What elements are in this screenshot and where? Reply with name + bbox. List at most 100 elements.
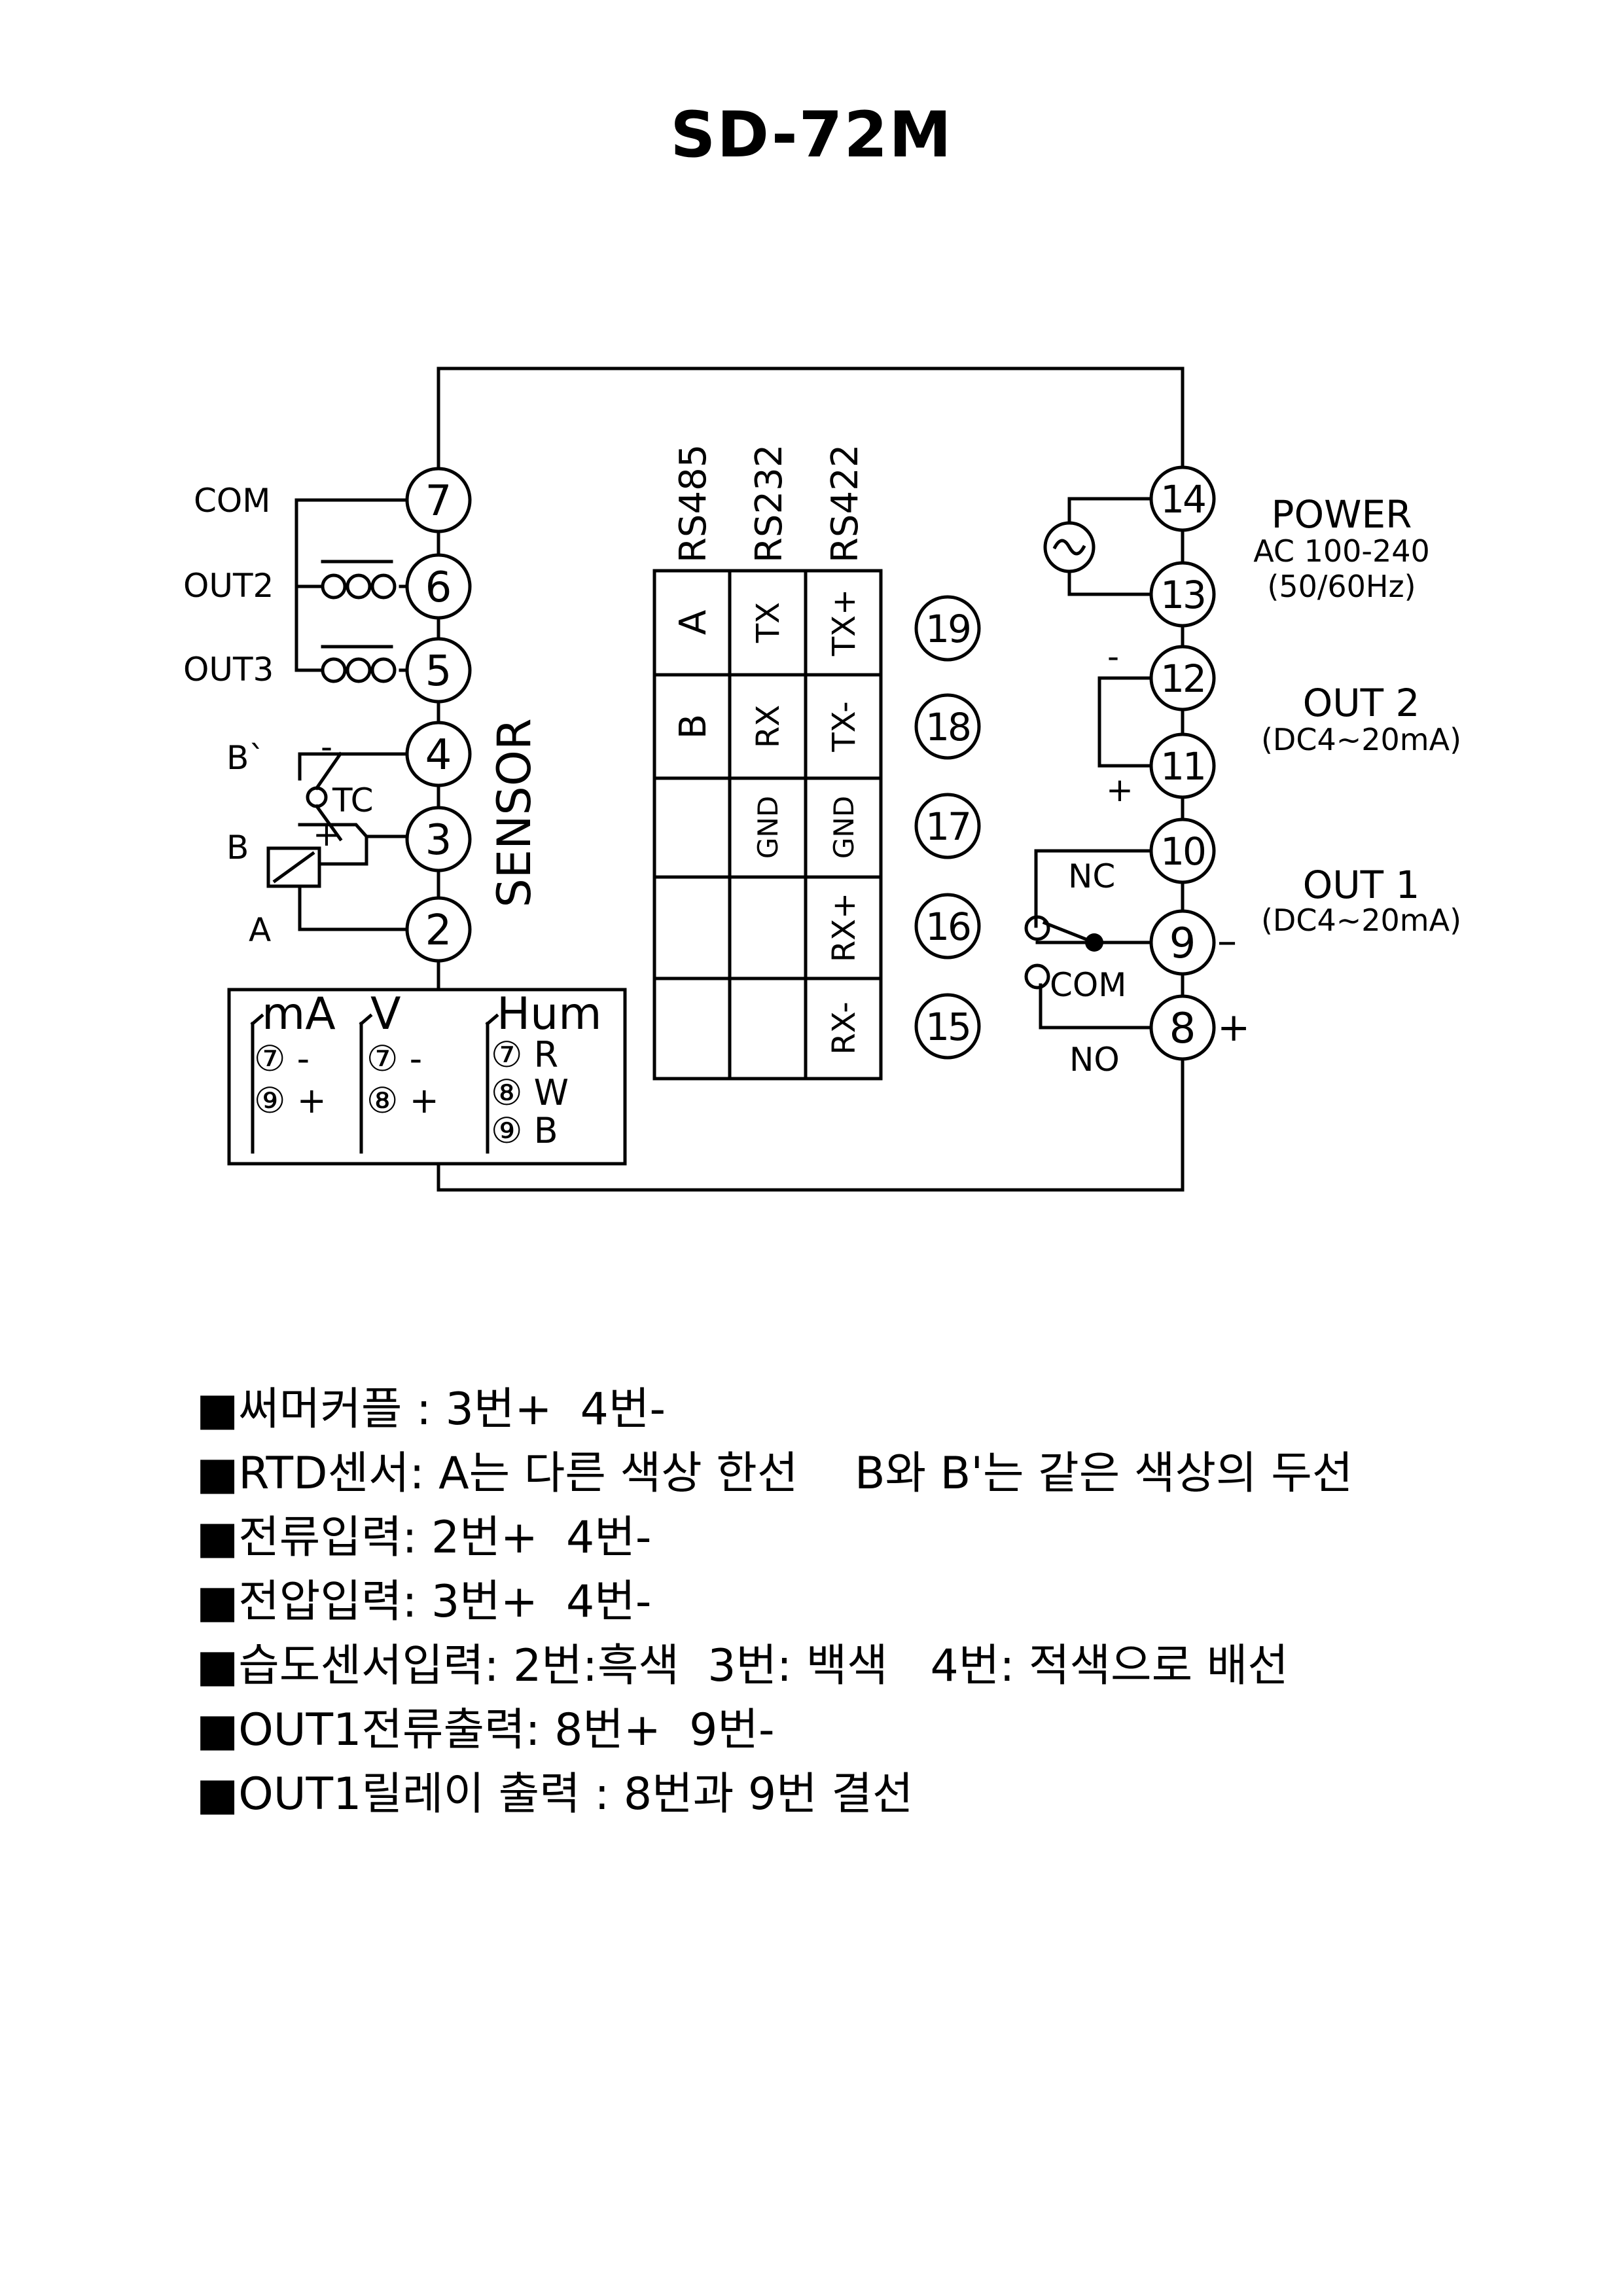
out1-right-label: OUT 1	[1303, 863, 1420, 907]
page-title: SD-72M	[670, 98, 953, 171]
rs232-cell-tx: TX	[750, 602, 787, 643]
sensor-wire-4	[298, 752, 406, 781]
com-relay-label: COM	[1050, 966, 1126, 1004]
power-hz-label: (50/60Hz)	[1267, 569, 1416, 604]
terminal-17-label: 17	[925, 804, 970, 849]
out2-wire	[1097, 676, 1151, 768]
out2-range-label: (DC4~20mA)	[1261, 722, 1461, 757]
note-humidity-input: ■습도센서입력: 2번:흑색 3번: 백색 4번: 적색으로 배선	[196, 1640, 1289, 1692]
terminal-8	[1149, 994, 1216, 1061]
out1-range-label: (DC4~20mA)	[1261, 903, 1461, 938]
hum-row3: ⑨ B	[491, 1110, 558, 1151]
power-ac-label: AC 100-240	[1253, 533, 1430, 569]
pin9-sign: –	[1217, 918, 1237, 964]
sensor-wire-3	[298, 823, 406, 838]
terminal-3-label: 3	[425, 816, 452, 865]
ma-title: mA	[262, 988, 336, 1040]
rs422-cell-rxm: RX-	[826, 1001, 863, 1054]
sensor-wire-2	[298, 884, 406, 931]
terminal-15	[914, 993, 981, 1060]
rs232-header: RS232	[748, 444, 791, 563]
tc-junction	[306, 786, 328, 808]
terminal-7-label: 7	[425, 477, 452, 526]
terminal-19	[914, 595, 981, 662]
power-wire	[1067, 497, 1151, 596]
notes-list: ■써머커플 : 3번+ 4번- ■RTD센서: A는 다른 색상 한선 B와 B…	[196, 1378, 1353, 1827]
com-label: COM	[194, 482, 270, 520]
sensor-label: SENSOR	[488, 718, 541, 907]
note-rtd: ■RTD센서: A는 다른 색상 한선 B와 B'는 같은 색상의 두선	[196, 1448, 1353, 1499]
terminal-13	[1149, 561, 1216, 628]
power-label: POWER	[1272, 492, 1412, 537]
terminal-2	[405, 896, 472, 963]
terminal-12-label: 12	[1160, 656, 1205, 701]
note-voltage-input: ■전압입력: 3번+ 4번-	[196, 1576, 652, 1628]
terminal-13-label: 13	[1160, 573, 1205, 617]
ma-row2: ⑨ +	[254, 1080, 327, 1121]
terminal-7	[405, 467, 472, 533]
hum-row2: ⑧ W	[491, 1072, 569, 1113]
rs422-cell-rxp: RX+	[826, 893, 863, 962]
terminal-16	[914, 893, 981, 960]
note-current-input: ■전류입력: 2번+ 4번-	[196, 1512, 652, 1564]
rs232-cell-rx: RX	[750, 705, 787, 748]
terminal-10-label: 10	[1160, 829, 1205, 874]
terminal-14	[1149, 465, 1216, 532]
terminal-19-label: 19	[925, 607, 970, 651]
terminal-8-label: 8	[1169, 1005, 1196, 1053]
terminal-18	[914, 693, 981, 760]
hum-title: Hum	[497, 988, 601, 1040]
out2-relay	[294, 498, 406, 672]
tc-plus-label: +	[313, 816, 340, 853]
terminal-10	[1149, 817, 1216, 884]
hum-row1: ⑦ R	[491, 1034, 558, 1075]
tc-minus-label: -	[321, 728, 332, 766]
rs422-cell-txm: TX-	[826, 701, 863, 752]
note-out1-current: ■OUT1전류출력: 8번+ 9번-	[196, 1704, 775, 1756]
out3-left-label: OUT3	[183, 651, 274, 689]
terminal-9-label: 9	[1169, 920, 1196, 968]
terminal-16-label: 16	[925, 905, 970, 949]
note-thermocouple: ■써머커플 : 3번+ 4번-	[196, 1384, 666, 1435]
terminal-14-label: 14	[1160, 477, 1205, 522]
terminal-11	[1149, 732, 1216, 799]
input-box	[227, 988, 627, 1166]
rtd-resistor	[266, 846, 321, 888]
rs485-cell-b: B	[672, 714, 715, 739]
rs232-cell-gnd: GND	[752, 796, 784, 859]
out2-right-label: OUT 2	[1303, 681, 1420, 725]
out2-plus-label: +	[1106, 771, 1133, 809]
terminal-6	[405, 553, 472, 620]
b-label: B	[226, 829, 249, 867]
terminal-15-label: 15	[925, 1005, 970, 1049]
out2-left-label: OUT2	[183, 567, 274, 605]
terminal-17	[914, 793, 981, 859]
terminal-2-label: 2	[425, 906, 452, 955]
terminal-11-label: 11	[1160, 744, 1205, 789]
rs485-header: RS485	[672, 444, 715, 563]
terminal-6-label: 6	[425, 564, 452, 612]
terminal-3	[405, 806, 472, 872]
terminal-9	[1149, 909, 1216, 976]
terminal-4-label: 4	[425, 731, 452, 780]
rs422-cell-txp: TX+	[826, 589, 863, 656]
v-title: V	[370, 988, 401, 1040]
pin8-sign: +	[1217, 1005, 1250, 1050]
note-out1-relay: ■OUT1릴레이 출력 : 8번과 9번 결선	[196, 1768, 914, 1820]
nc-label: NC	[1068, 857, 1115, 895]
rs485-cell-a: A	[672, 610, 715, 635]
terminal-5-label: 5	[425, 647, 452, 696]
a-label: A	[249, 911, 271, 949]
b-prime-label: B`	[226, 739, 265, 777]
no-label: NO	[1069, 1041, 1120, 1079]
out2-minus-label: -	[1107, 637, 1119, 675]
tc-label: TC	[332, 781, 374, 819]
comm-table-outline	[652, 569, 883, 1081]
rs422-cell-gnd: GND	[828, 796, 860, 859]
ma-row1: ⑦ -	[254, 1038, 310, 1079]
v-row1: ⑦ -	[366, 1038, 422, 1079]
rs422-header: RS422	[824, 444, 866, 563]
terminal-4	[405, 721, 472, 787]
terminal-12	[1149, 645, 1216, 711]
